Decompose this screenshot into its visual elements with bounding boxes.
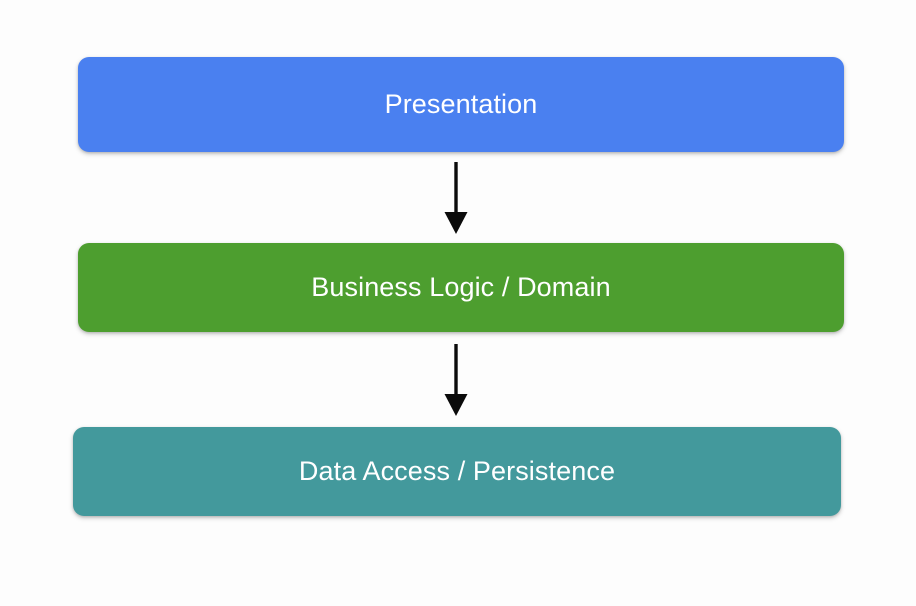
- node-presentation[interactable]: Presentation: [78, 57, 844, 152]
- node-presentation-label: Presentation: [384, 89, 538, 119]
- arrow-down-icon: [444, 344, 468, 416]
- arrow-down-icon: [444, 162, 468, 234]
- edge-business-to-data: [420, 332, 492, 428]
- node-data-access[interactable]: Data Access / Persistence: [73, 427, 841, 516]
- node-data-access-label: Data Access / Persistence: [298, 456, 616, 486]
- node-business-logic[interactable]: Business Logic / Domain: [78, 243, 844, 332]
- edge-presentation-to-business: [420, 152, 492, 244]
- node-business-logic-label: Business Logic / Domain: [311, 272, 611, 302]
